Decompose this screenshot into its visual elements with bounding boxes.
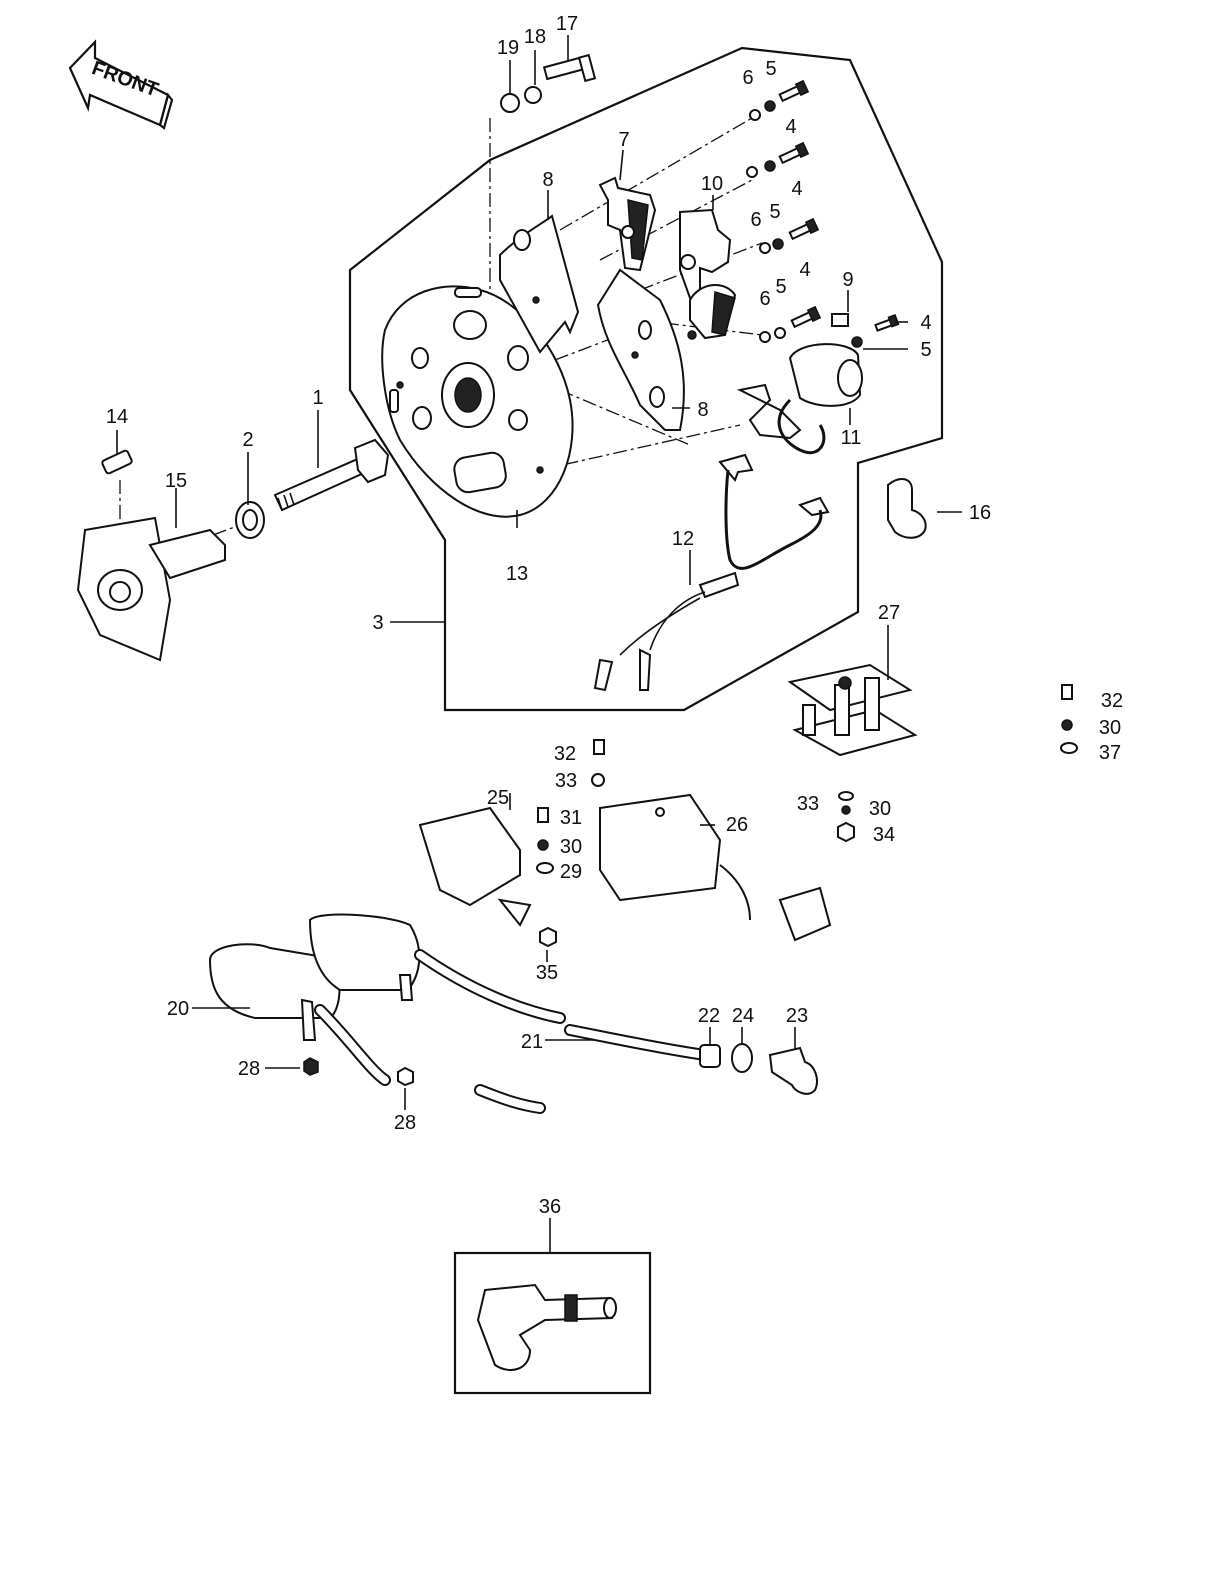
callout-9: 9 bbox=[842, 269, 853, 291]
leader-lines bbox=[116, 35, 962, 1110]
lock-washer-18 bbox=[524, 86, 542, 104]
callout-29: 29 bbox=[560, 861, 582, 883]
callout-31: 31 bbox=[560, 807, 582, 829]
base-plate bbox=[381, 285, 574, 518]
screw-icon bbox=[874, 313, 900, 332]
callout-27: 27 bbox=[878, 602, 900, 624]
advancer-washer bbox=[235, 501, 265, 539]
callout-5d: 5 bbox=[920, 339, 931, 361]
nut-34 bbox=[837, 821, 855, 843]
spark-advancer bbox=[76, 516, 226, 662]
callout-8a: 8 bbox=[542, 169, 553, 191]
callout-28b: 28 bbox=[394, 1112, 416, 1134]
bracket-assembly bbox=[787, 663, 918, 757]
callout-37: 37 bbox=[1099, 742, 1121, 764]
callout-1: 1 bbox=[312, 387, 323, 409]
bracket-block bbox=[831, 313, 849, 327]
callout-5c: 5 bbox=[775, 276, 786, 298]
callout-4c: 4 bbox=[799, 259, 810, 281]
front-label: FRONT bbox=[89, 57, 161, 101]
callout-26: 26 bbox=[726, 814, 748, 836]
callout-30c: 30 bbox=[869, 798, 891, 820]
ignition-coil bbox=[418, 806, 532, 927]
callout-25: 25 bbox=[487, 787, 509, 809]
callout-17: 17 bbox=[556, 13, 578, 35]
callout-4a: 4 bbox=[785, 116, 796, 138]
callout-30a: 30 bbox=[560, 836, 582, 858]
front-arrow-icon: FRONT bbox=[68, 39, 174, 130]
callout-14: 14 bbox=[106, 406, 128, 428]
callout-20: 20 bbox=[167, 998, 189, 1020]
wiring-lead bbox=[593, 453, 830, 692]
callout-10: 10 bbox=[701, 173, 723, 195]
callout-22: 22 bbox=[698, 1005, 720, 1027]
clamp bbox=[887, 478, 927, 539]
bolt bbox=[273, 438, 390, 512]
callout-32b: 32 bbox=[1101, 690, 1123, 712]
callout-13: 13 bbox=[506, 563, 528, 585]
callout-33a: 33 bbox=[555, 770, 577, 792]
callout-34: 34 bbox=[873, 824, 895, 846]
contact-plate bbox=[499, 214, 685, 431]
screw-17 bbox=[542, 53, 597, 83]
screw-icon bbox=[790, 305, 822, 329]
callout-32a: 32 bbox=[554, 743, 576, 765]
callout-4d: 4 bbox=[920, 312, 931, 334]
dowel-pin bbox=[101, 449, 133, 475]
callout-3: 3 bbox=[372, 612, 383, 634]
callout-33b: 33 bbox=[797, 793, 819, 815]
screw-icon bbox=[788, 217, 820, 241]
callout-36: 36 bbox=[539, 1196, 561, 1218]
condenser bbox=[736, 343, 863, 454]
nut-28a bbox=[303, 1057, 319, 1076]
callout-6b: 6 bbox=[750, 209, 761, 231]
callout-7: 7 bbox=[618, 129, 629, 151]
callout-18: 18 bbox=[524, 26, 546, 48]
contact-breaker bbox=[598, 176, 657, 272]
ring-24 bbox=[731, 1043, 753, 1073]
callout-4b: 4 bbox=[791, 178, 802, 200]
assembly-boundary bbox=[348, 46, 944, 712]
callout-11: 11 bbox=[841, 427, 862, 449]
callout-19: 19 bbox=[497, 37, 519, 59]
callout-6a: 6 bbox=[742, 67, 753, 89]
callout-2: 2 bbox=[242, 429, 253, 451]
callout-21: 21 bbox=[521, 1031, 543, 1053]
callout-15: 15 bbox=[165, 470, 187, 492]
plug-cap-23 bbox=[768, 1046, 818, 1095]
callout-5a: 5 bbox=[765, 58, 776, 80]
nut-35 bbox=[539, 926, 557, 948]
callout-16: 16 bbox=[969, 502, 991, 524]
plug-cap-box bbox=[453, 1218, 652, 1395]
callout-8b: 8 bbox=[697, 399, 708, 421]
hardware-set bbox=[536, 684, 1078, 874]
callout-labels: 1 2 3 4 4 4 4 5 5 5 5 6 6 6 7 8 8 9 10 1… bbox=[106, 13, 1123, 1218]
screw-icon bbox=[778, 141, 810, 165]
breaker-set bbox=[679, 208, 737, 340]
ignitor-unit bbox=[599, 793, 832, 942]
plain-washer-19 bbox=[500, 93, 520, 113]
screw-icon bbox=[778, 79, 810, 103]
callout-6c: 6 bbox=[759, 288, 770, 310]
callout-28a: 28 bbox=[238, 1058, 260, 1080]
high-tension-leads bbox=[314, 949, 711, 1114]
screw-set bbox=[746, 79, 900, 348]
callout-30b: 30 bbox=[1099, 717, 1121, 739]
cap-22 bbox=[699, 1044, 721, 1068]
callout-35: 35 bbox=[536, 962, 558, 984]
nut-28b bbox=[397, 1066, 414, 1087]
callout-24: 24 bbox=[732, 1005, 754, 1027]
coil-20 bbox=[208, 943, 341, 1041]
callout-12: 12 bbox=[672, 528, 694, 550]
callout-23: 23 bbox=[786, 1005, 808, 1027]
callout-5b: 5 bbox=[769, 201, 780, 223]
